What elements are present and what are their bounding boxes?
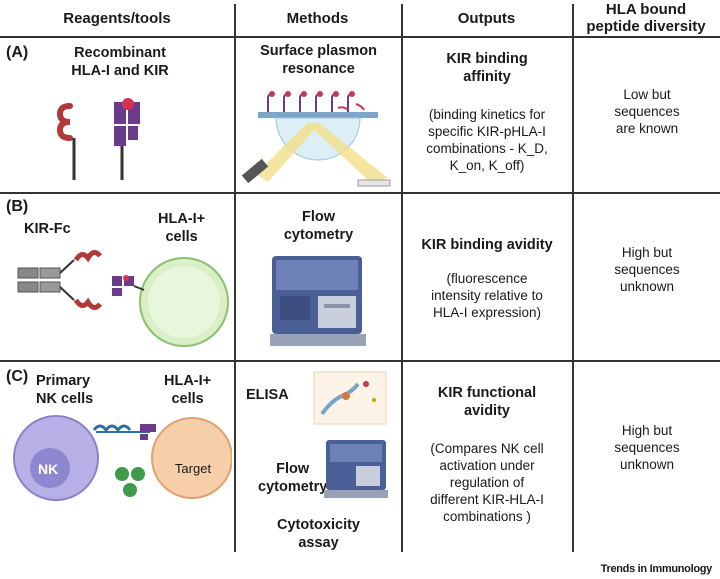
column-divider-1 [234,4,236,552]
elisa-illustration [313,371,387,425]
column-divider-3 [572,4,574,552]
row-label-a: (A) [6,44,29,61]
row-divider-a [0,192,720,194]
nk-target-illustration [13,415,232,501]
row-label-b: (B) [6,198,29,215]
column-divider-2 [401,4,403,552]
header-diversity: HLA bound peptide diversity [586,1,706,35]
header-reagents: Reagents/tools [63,9,171,27]
method-flow-c: Flow cytometry [258,461,328,495]
output-title-c: KIR functional avidity [437,385,537,419]
output-detail-a: (binding kinetics for specific KIR-pHLA-… [426,107,548,173]
output-detail-b: (fluorescence intensity relative to HLA-… [431,271,543,320]
row-label-c: (C) [6,368,29,385]
diversity-b: High but sequences unknown [614,245,680,294]
hla-kir-illustration [56,98,140,180]
header-outputs: Outputs [457,9,516,27]
reagent-kir-fc: KIR-Fc [24,221,71,237]
reagent-hla-cells-c: HLA-I+ cells [164,373,212,407]
row-divider-b [0,360,720,362]
diversity-a: Low but sequences are known [614,87,680,136]
flow-cytometer-icon [270,256,366,346]
output-title-b: KIR binding avidity [421,237,553,253]
kir-fc-illustration [17,250,229,347]
flow-cytometer-small-icon [324,440,388,498]
diversity-c: High but sequences unknown [614,423,680,472]
nk-cell-label: NK [38,461,59,477]
method-elisa: ELISA [246,387,289,403]
reagents-a: Recombinant HLA-I and KIR [71,45,169,79]
journal-footer: Trends in Immunology [600,563,713,575]
method-cytotoxicity: Cytotoxicity assay [277,517,360,551]
spr-illustration [241,91,391,187]
output-title-a: KIR binding affinity [446,51,528,85]
output-detail-c: (Compares NK cell activation under regul… [430,441,544,524]
method-b: Flow cytometry [283,209,354,243]
method-a: Surface plasmon resonance [260,43,377,77]
header-divider [0,36,720,38]
reagent-hla-cells-b: HLA-I+ cells [158,211,206,245]
target-cell-label: Target [174,461,212,476]
reagent-nk-cells: Primary NK cells [36,373,94,407]
header-methods: Methods [286,9,349,27]
